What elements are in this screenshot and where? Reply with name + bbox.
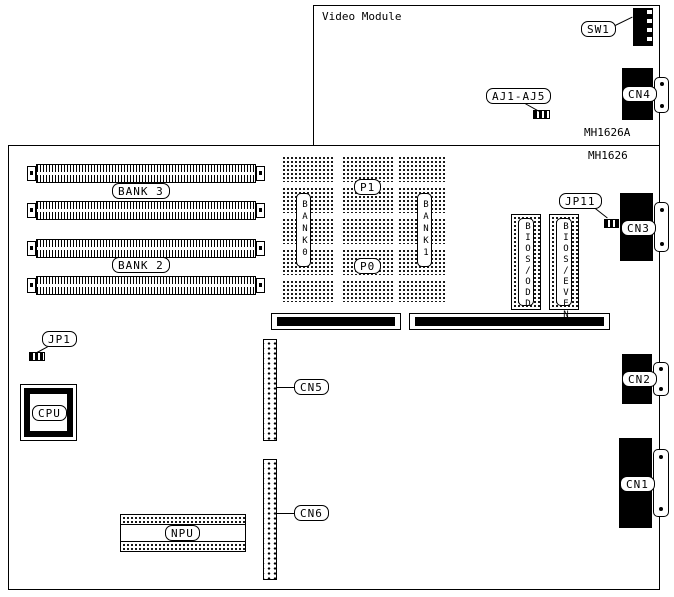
- bios-even-chip: BIOS/EVEN: [549, 214, 579, 321]
- bank2-label: BANK 2: [112, 257, 170, 273]
- slot-contact-bar: [277, 317, 395, 326]
- port-screw: [659, 455, 663, 459]
- simm-socket-row: [36, 201, 256, 220]
- simm-end-clip: [27, 203, 36, 218]
- expansion-slot: [271, 313, 401, 330]
- bios-even-label: BIOS/EVEN: [556, 218, 572, 321]
- p1-label: P1: [354, 179, 382, 195]
- cn1-label: CN1: [620, 476, 655, 492]
- cn5-label: CN5: [294, 379, 329, 395]
- port-screw: [659, 242, 664, 246]
- p0-label: P0: [354, 258, 382, 274]
- port-screw: [659, 387, 663, 391]
- dip-chip: [281, 279, 335, 302]
- port-screw: [659, 367, 663, 371]
- sw1-label: SW1: [581, 21, 616, 37]
- port-screw: [659, 507, 663, 511]
- sw1-pins: [647, 10, 652, 44]
- port-screw: [659, 82, 664, 86]
- cn4-label: CN4: [622, 86, 657, 102]
- cpu-socket: CPU: [20, 384, 77, 441]
- cn5-header: [263, 339, 277, 441]
- bank1-label: BANK1: [417, 193, 432, 267]
- cpu-ring: [24, 388, 73, 437]
- leader-line: [277, 387, 294, 388]
- bios-odd-label: BIOS/ODD: [518, 218, 534, 310]
- aj-jumper: [533, 110, 550, 119]
- bank3-label: BANK 3: [112, 183, 170, 199]
- simm-end-clip: [27, 278, 36, 293]
- port-screw: [659, 104, 664, 108]
- simm-socket-row: [36, 239, 256, 258]
- cn6-header: [263, 459, 277, 580]
- expansion-slot: [409, 313, 610, 330]
- simm-end-clip: [27, 166, 36, 181]
- npu-label: NPU: [165, 525, 200, 541]
- simm-end-clip: [27, 241, 36, 256]
- board-model: MH1626: [588, 149, 628, 162]
- jp11-jumper: [604, 219, 619, 228]
- video-module-title: Video Module: [322, 10, 402, 23]
- simm-socket-row: [36, 276, 256, 295]
- port-screw: [659, 208, 664, 212]
- simm-end-clip: [256, 166, 265, 181]
- jp1-label: JP1: [42, 331, 77, 347]
- simm-end-clip: [256, 203, 265, 218]
- dip-chip: [341, 155, 393, 182]
- dip-chip: [341, 217, 393, 244]
- simm-end-clip: [256, 241, 265, 256]
- jp11-label: JP11: [559, 193, 602, 209]
- video-module-model: MH1626A: [584, 126, 631, 139]
- jp1-jumper: [29, 352, 45, 361]
- sw1-switch: [633, 8, 653, 46]
- simm-socket-row: [36, 164, 256, 183]
- simm-end-clip: [256, 278, 265, 293]
- aj1-aj5-label: AJ1-AJ5: [486, 88, 552, 104]
- cn3-port: [654, 202, 669, 252]
- npu-socket: NPU: [120, 514, 246, 552]
- cpu-label: CPU: [32, 405, 67, 421]
- cn6-label: CN6: [294, 505, 329, 521]
- dip-chip: [397, 279, 445, 302]
- bios-odd-chip: BIOS/ODD: [511, 214, 541, 310]
- npu-pin-row: [121, 541, 245, 551]
- npu-pin-row: [121, 515, 245, 525]
- cn3-label: CN3: [621, 220, 656, 236]
- dip-chip: [341, 279, 393, 302]
- slot-contact-bar: [415, 317, 604, 326]
- leader-line: [277, 513, 294, 514]
- cn1-port: [653, 449, 669, 517]
- bank0-label: BANK0: [296, 193, 311, 267]
- cn2-label: CN2: [622, 371, 657, 387]
- dip-chip: [397, 155, 445, 182]
- dip-chip: [281, 155, 335, 182]
